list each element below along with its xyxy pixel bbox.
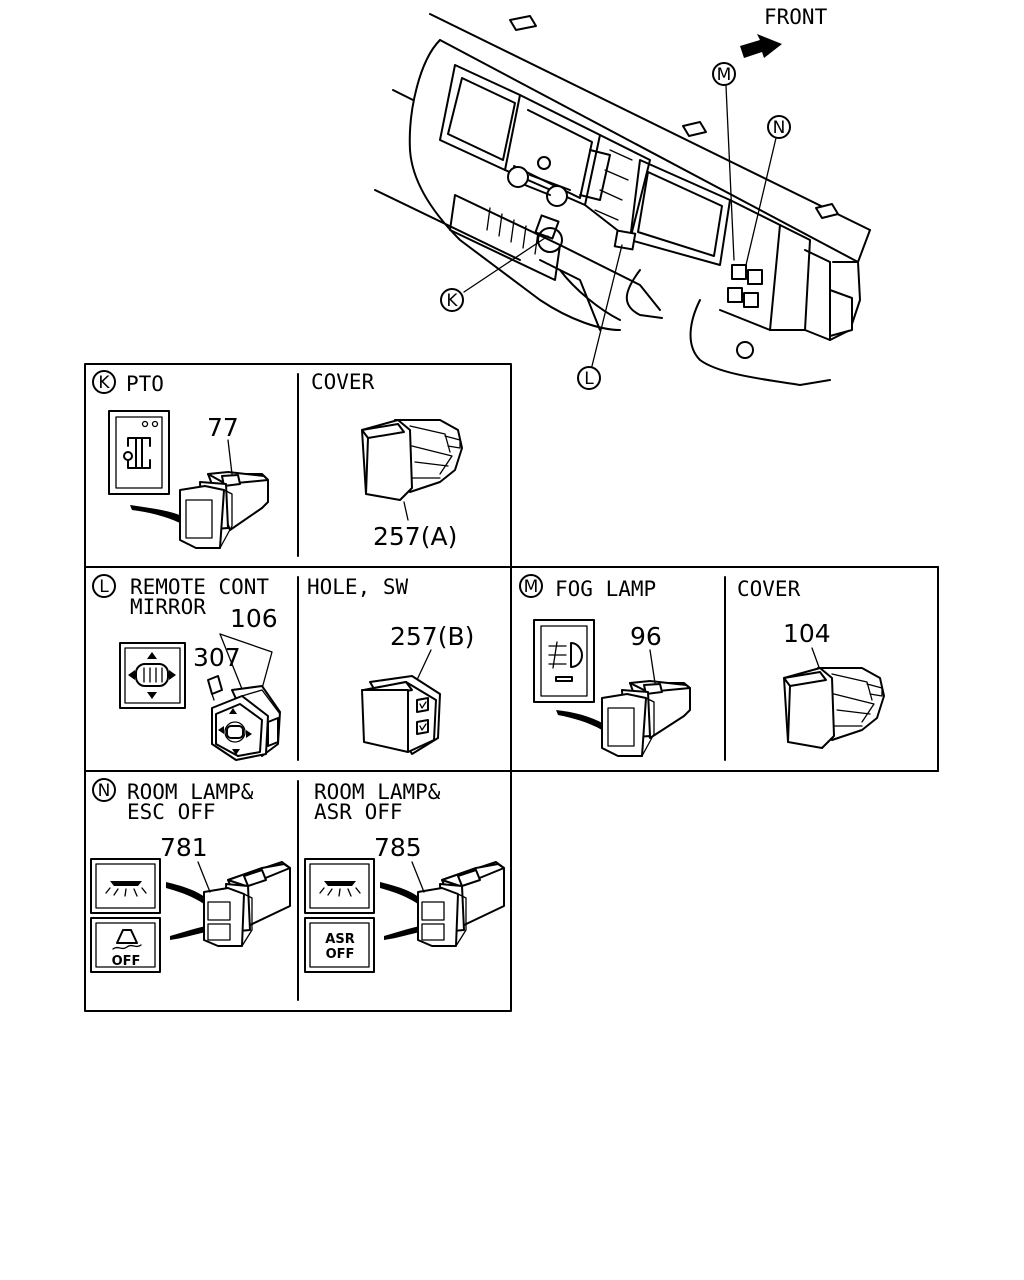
svg-text:L: L — [584, 369, 594, 389]
panel-l-title-line2: MIRROR — [130, 595, 206, 619]
part-number-307: 307 — [193, 643, 241, 672]
panel-n-title-line1: ROOM LAMP& — [127, 780, 254, 804]
panel-l-hole: HOLE, SW 257(B) — [307, 575, 474, 755]
asr-icon-text-line2: OFF — [326, 947, 355, 962]
svg-text:K: K — [446, 291, 458, 311]
panel-asr-title-line1: ROOM LAMP& — [314, 780, 441, 804]
callout-n: N — [767, 115, 791, 139]
panel-l-letter: L — [99, 577, 109, 597]
svg-text:M: M — [717, 65, 732, 85]
panel-l-title-line1: REMOTE CONT — [130, 575, 269, 599]
cover-a-title: COVER — [311, 370, 375, 394]
panel-n-asr: ROOM LAMP& ASR OFF ASR OFF 785 — [304, 780, 505, 973]
detail-table-grid — [84, 363, 939, 1012]
panel-k-pto: K PTO 77 — [92, 370, 269, 549]
esc-off-icon-text: OFF — [112, 954, 141, 969]
panel-n-letter: N — [98, 781, 111, 801]
cover-104-title: COVER — [737, 577, 801, 601]
panel-l-mirror: L REMOTE CONT MIRROR 106 307 — [92, 574, 281, 761]
part-number-104: 104 — [783, 619, 831, 648]
asr-icon-text-line1: ASR — [325, 932, 354, 947]
part-number-96: 96 — [630, 622, 662, 651]
part-number-785: 785 — [374, 833, 422, 862]
part-number-781: 781 — [160, 833, 208, 862]
part-number-257b: 257(B) — [390, 622, 474, 651]
callout-m: M — [712, 62, 736, 86]
front-label: FRONT — [764, 5, 828, 29]
panel-k-cover: COVER 257(A) — [311, 370, 463, 551]
hole-sw-title: HOLE, SW — [307, 575, 409, 599]
panel-n-esc: N ROOM LAMP& ESC OFF OFF 781 — [90, 778, 291, 973]
panel-m-title: FOG LAMP — [555, 577, 656, 601]
panel-m-fog-lamp: M FOG LAMP 96 — [519, 574, 691, 757]
panel-k-letter: K — [98, 373, 110, 393]
front-arrow — [740, 34, 782, 58]
callout-l: L — [577, 366, 601, 390]
svg-text:N: N — [773, 118, 786, 138]
part-number-257a: 257(A) — [373, 522, 457, 551]
callout-k: K — [440, 288, 464, 312]
panel-m-cover: COVER 104 — [737, 577, 885, 749]
panel-n-title-line2: ESC OFF — [127, 800, 216, 824]
dashboard-overview: FRONT — [374, 5, 871, 390]
panel-k-title: PTO — [126, 372, 164, 396]
panel-m-letter: M — [524, 577, 539, 597]
panel-asr-title-line2: ASR OFF — [314, 800, 403, 824]
part-number-77: 77 — [207, 413, 239, 442]
part-number-106: 106 — [230, 604, 278, 633]
